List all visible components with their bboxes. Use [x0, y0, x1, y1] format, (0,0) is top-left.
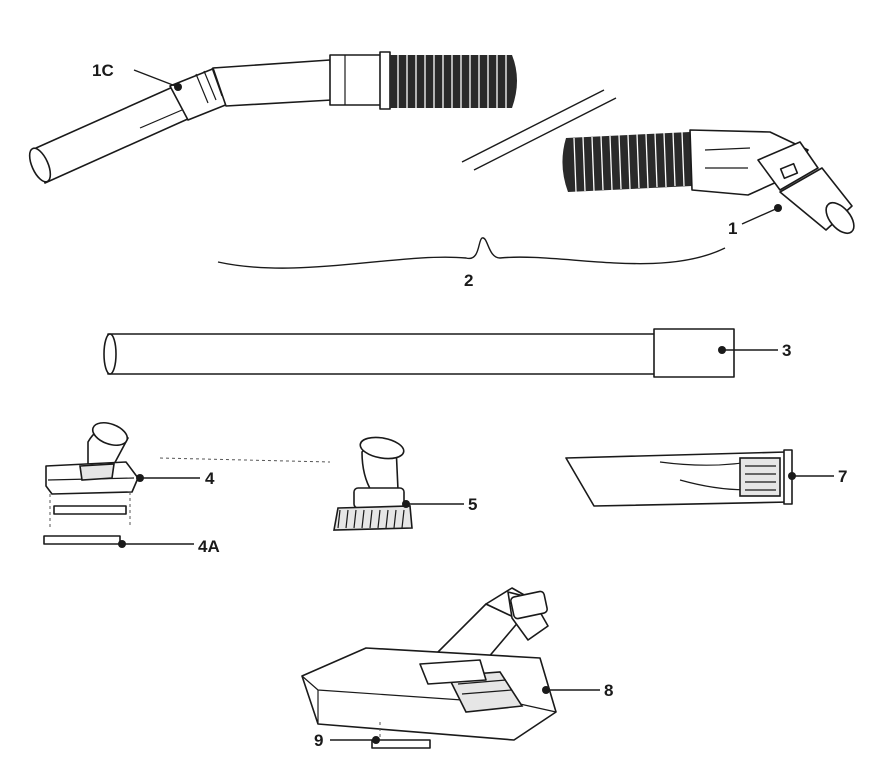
callout-5: 5 — [468, 495, 477, 514]
callout-7: 7 — [838, 467, 847, 486]
leader-1c — [133, 69, 179, 88]
callout-8: 8 — [604, 681, 613, 700]
dusting-brush — [333, 436, 413, 531]
callout-4: 4 — [205, 469, 215, 488]
hose-ribs-right — [573, 131, 685, 193]
hose-handle-left — [28, 51, 517, 184]
callout-1c: 1C — [92, 61, 114, 80]
floor-tool — [301, 587, 557, 749]
callout-4a: 4A — [198, 537, 220, 556]
callout-9: 9 — [314, 731, 323, 750]
crevice-grip-lines — [745, 465, 776, 491]
callout-2: 2 — [464, 271, 473, 290]
brush-bristles — [337, 509, 405, 529]
callout-1: 1 — [728, 219, 737, 238]
brace-2 — [217, 237, 726, 269]
hose-connector-right — [562, 129, 855, 235]
break-lines — [461, 89, 617, 171]
extension-wand — [103, 328, 735, 378]
leader-1 — [741, 207, 779, 225]
crevice-tool — [565, 449, 793, 507]
hose-ribs-left — [397, 55, 507, 108]
callout-3: 3 — [782, 341, 791, 360]
upholstery-tool — [43, 421, 331, 545]
